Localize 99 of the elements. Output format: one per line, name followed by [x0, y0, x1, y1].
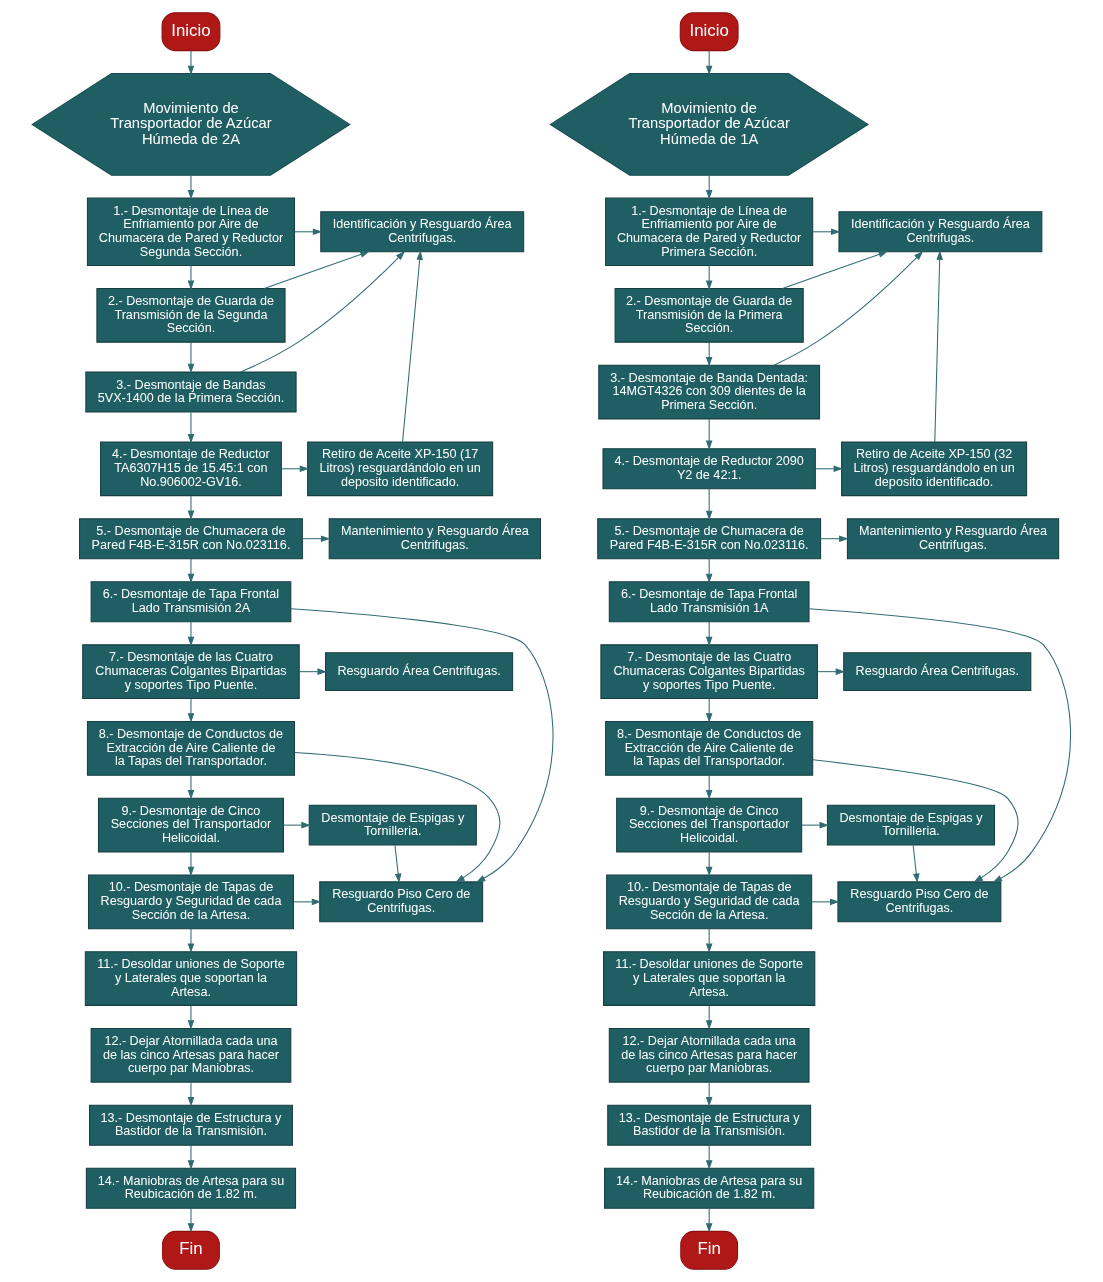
arrow: [187, 1207, 195, 1233]
arrow: [705, 1207, 713, 1233]
node-box: 9.- Desmontaje de Cinco Secciones del Transportador Helicoidal.: [97, 797, 284, 853]
node-box: Retiro de Aceite XP-150 (17 Litros) resguardándolo en un deposito identificado.: [307, 441, 494, 497]
arrow: [814, 465, 844, 473]
arrow: [301, 535, 331, 543]
node-box: Identificación y Resguardo Área Centrifugas.: [838, 211, 1043, 253]
node-box: Desmontaje de Espigas y Tornilleria.: [826, 804, 996, 846]
arrow: [187, 775, 195, 800]
arrow: [240, 251, 405, 373]
node-box: 11.- Desoldar uniones de Soporte y Laterales que soportan la Artesa.: [84, 951, 298, 1006]
arrow: [187, 50, 195, 76]
node-box: 10.- Desmontaje de Tapas de Resguardo y Seguridad de cada Sección de la Artesa.: [87, 874, 294, 930]
arrow: [705, 621, 713, 647]
node-box: 14.- Maniobras de Artesa para su Reubicación de 1.82 m.: [604, 1167, 815, 1209]
arrow: [705, 558, 713, 584]
node-box: Fin: [162, 1230, 220, 1270]
arrow: [187, 621, 195, 647]
arrow: [705, 928, 713, 953]
node-box: 8.- Desmontaje de Conductos de Extracción de Aire Caliente de la Tapas del Transportador.: [605, 721, 814, 776]
node-box: 11.- Desoldar uniones de Soporte y Laterales que soportan la Artesa.: [603, 951, 816, 1006]
node-box: 1.- Desmontaje de Línea de Enfriamiento por Aire de Chumacera de Pared y Reductor Segunda Sección.: [86, 197, 296, 266]
node-box: 3.- Desmontaje de Bandas 5VX-1400 de la Primera Sección.: [85, 371, 297, 413]
arrow: [705, 341, 713, 367]
arrow: [801, 821, 829, 829]
arrow: [263, 251, 370, 289]
arrow: [187, 174, 195, 200]
node-box: 12.- Dejar Atornillada cada una de las cinco Artesas para hacer cuerpo par Maniobras.: [90, 1028, 292, 1083]
arrow: [394, 844, 402, 883]
node-box: 14.- Maniobras de Artesa para su Reubicación de 1.82 m.: [85, 1167, 297, 1209]
node-box: 2.- Desmontaje de Guarda de Transmisión de la Segunda Sección.: [96, 288, 286, 343]
arrow: [705, 488, 713, 521]
arrow: [705, 1081, 713, 1107]
node-box: Mantenimiento y Resguardo Área Centrifugas.: [846, 518, 1060, 560]
node-box: 5.- Desmontaje de Chumacera de Pared F4B-E-315R con No.023116.: [597, 518, 822, 560]
arrow: [808, 608, 1071, 883]
node-box: Resguardo Área Centrifugas.: [843, 652, 1032, 692]
node-box: 9.- Desmontaje de Cinco Secciones del Transportador Helicoidal.: [616, 797, 803, 853]
arrow: [773, 251, 924, 366]
node-box: 5.- Desmontaje de Chumacera de Pared F4B-E-315R con No.023116.: [79, 518, 303, 560]
node-box: Resguardo Piso Cero de Centrifugas.: [837, 881, 1002, 923]
arrow: [293, 898, 322, 906]
node-box: 4.- Desmontaje de Reductor TA6307H15 de 15.45:1 con No.906002-GV16.: [100, 441, 282, 497]
arrow: [811, 898, 840, 906]
arrow: [187, 928, 195, 953]
arrow: [187, 341, 195, 374]
arrow: [187, 411, 195, 444]
node-box: 2.- Desmontaje de Guarda de Transmisión de la Primera Sección.: [614, 288, 804, 343]
arrow: [705, 418, 713, 450]
node-box: Inicio: [161, 12, 221, 52]
node-box: 13.- Desmontaje de Estructura y Bastidor de la Transmisión.: [607, 1104, 812, 1146]
arrow: [294, 752, 501, 883]
node-box: Fin: [680, 1230, 739, 1270]
arrow: [294, 228, 323, 236]
arrow: [187, 851, 195, 877]
node-box: 6.- Desmontaje de Tapa Frontal Lado Transmisión 1A: [608, 581, 810, 623]
arrow: [817, 668, 846, 675]
arrow: [290, 608, 554, 883]
node-box: 12.- Dejar Atornillada cada una de las cinco Artesas para hacer cuerpo par Maniobras.: [608, 1028, 810, 1083]
arrow: [187, 1081, 195, 1107]
arrow: [187, 1144, 195, 1170]
node-box: 7.- Desmontaje de las Cuatro Chumaceras Colgantes Bipartidas y soportes Tipo Puente.: [82, 644, 300, 699]
node-box: 13.- Desmontaje de Estructura y Bastidor de la Transmisión.: [89, 1104, 293, 1146]
arrow: [705, 851, 713, 877]
node-box: 7.- Desmontaje de las Cuatro Chumaceras Colgantes Bipartidas y soportes Tipo Puente.: [600, 644, 818, 699]
node-box: 8.- Desmontaje de Conductos de Extracción de Aire Caliente de la Tapas del Transportador.: [86, 721, 296, 776]
arrow: [705, 1144, 713, 1170]
arrow: [299, 668, 327, 675]
arrow: [912, 844, 920, 883]
node-box: Inicio: [679, 12, 739, 52]
node-box: 4.- Desmontaje de Reductor 2090 Y2 de 42:1.: [602, 448, 816, 490]
arrow: [187, 558, 195, 584]
arrow: [402, 250, 423, 443]
node-box: 3.- Desmontaje de Banda Dentada: 14MGT4326 con 309 dientes de la Primera Sección.: [598, 364, 821, 420]
node-box: Retiro de Aceite XP-150 (32 Litros) resguardándolo en un deposito identificado.: [841, 441, 1028, 497]
arrow: [705, 775, 713, 800]
arrow: [283, 821, 311, 829]
node-box: 10.- Desmontaje de Tapas de Resguardo y Seguridad de cada Sección de la Artesa.: [606, 874, 813, 930]
arrow: [705, 698, 713, 723]
node-box: Resguardo Área Centrifugas.: [325, 652, 514, 692]
arrow: [705, 50, 713, 76]
arrow: [820, 535, 849, 543]
node-box: Desmontaje de Espigas y Tornilleria.: [308, 804, 477, 846]
arrow: [187, 495, 195, 520]
arrow: [187, 1005, 195, 1030]
arrow: [705, 174, 713, 200]
arrow: [781, 251, 888, 289]
node-box: 1.- Desmontaje de Línea de Enfriamiento por Aire de Chumacera de Pared y Reductor Primera Sección.: [605, 197, 814, 266]
arrow: [812, 759, 1019, 883]
node-box: Identificación y Resguardo Área Centrifugas.: [320, 211, 525, 253]
node-box: 6.- Desmontaje de Tapa Frontal Lado Transmisión 2A: [90, 581, 292, 623]
node-box: Mantenimiento y Resguardo Área Centrifugas.: [328, 518, 541, 560]
arrow: [934, 250, 943, 443]
arrow: [187, 698, 195, 723]
node-box: Resguardo Piso Cero de Centrifugas.: [319, 881, 484, 923]
arrow: [281, 465, 310, 473]
arrow: [705, 1005, 713, 1030]
arrow: [812, 228, 841, 236]
arrow: [187, 264, 195, 290]
